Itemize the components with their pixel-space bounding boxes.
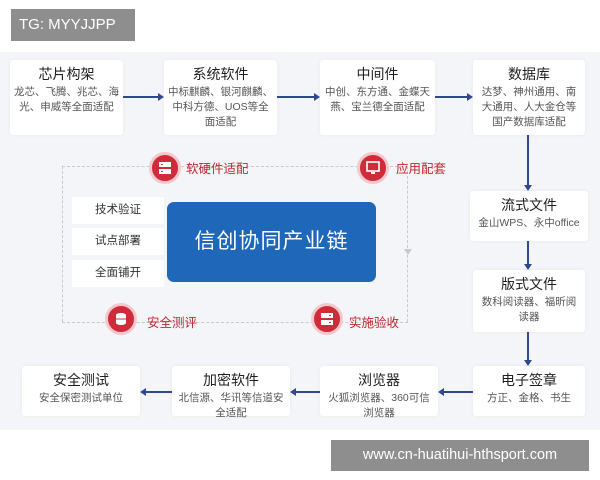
middleware-title: 中间件 — [356, 66, 399, 82]
middleware-box: 中间件 中创、东方通、金蝶天燕、宝兰德全面适配 — [320, 60, 435, 135]
chip-architecture-box: 芯片构架 龙芯、飞腾、兆芯、海光、申威等全面适配 — [10, 60, 123, 135]
hw-adapt-label: 软硬件适配 — [186, 162, 249, 176]
server-icon — [149, 152, 181, 184]
streaming-doc-box: 流式文件 金山WPS、永中office — [470, 191, 588, 241]
streaming-doc-desc: 金山WPS、永中office — [478, 217, 580, 229]
watermark-tag: TG: MYYJJPP — [11, 9, 135, 41]
database-icon — [105, 303, 137, 335]
system-software-desc: 中标麒麟、银河麒麟、中科方德、UOS等全面适配 — [168, 86, 273, 128]
e-signature-box: 电子签章 方正、金格、书生 — [473, 366, 585, 416]
arrowhead-layout-to-signature — [524, 360, 532, 366]
chip-architecture-desc: 龙芯、飞腾、兆芯、海光、申威等全面适配 — [14, 86, 119, 113]
dashed-loop-right — [407, 166, 408, 322]
arrow-signature-to-browser — [444, 391, 473, 393]
database-box: 数据库 达梦、神州通用、南大通用、人大金仓等国产数据库适配 — [473, 60, 585, 135]
encryption-box: 加密软件 北信源、华讯等信道安全适配 — [172, 366, 290, 419]
security-eval-label: 安全测评 — [147, 316, 198, 330]
arrowhead-chip-to-system — [158, 93, 164, 101]
database-title: 数据库 — [508, 66, 550, 82]
impl-accept-label: 实施验收 — [349, 316, 400, 330]
arrow-middleware-to-database — [435, 96, 467, 98]
layout-doc-box: 版式文件 数科阅读器、福昕阅读器 — [473, 270, 585, 332]
browser-title: 浏览器 — [358, 372, 400, 388]
database-desc: 达梦、神州通用、南大通用、人大金仓等国产数据库适配 — [481, 86, 577, 128]
arrow-streaming-to-layout — [527, 241, 529, 264]
security-test-desc: 安全保密测试单位 — [39, 392, 123, 404]
footer-url: www.cn-huatihui-hthsport.com — [331, 440, 589, 471]
encryption-title: 加密软件 — [203, 372, 259, 388]
arrow-encryption-to-security — [146, 391, 172, 393]
arrow-system-to-middleware — [277, 96, 314, 98]
dashed-loop-bottom — [62, 322, 408, 323]
e-signature-desc: 方正、金格、书生 — [487, 392, 571, 404]
arrowhead-streaming-to-layout — [524, 264, 532, 270]
arrow-browser-to-encryption — [296, 391, 320, 393]
security-test-box: 安全测试 安全保密测试单位 — [22, 366, 140, 416]
arrow-database-to-streaming — [527, 135, 529, 185]
pilot-deploy-item: 试点部署 — [72, 228, 164, 255]
chip-architecture-title: 芯片构架 — [38, 66, 95, 82]
central-chain-block: 信创协同产业链 — [167, 202, 376, 282]
dashed-loop-left — [62, 166, 63, 322]
arrowhead-system-to-middleware — [314, 93, 320, 101]
system-software-title: 系统软件 — [192, 66, 249, 82]
security-test-title: 安全测试 — [53, 372, 109, 388]
arrow-layout-to-signature — [527, 332, 529, 360]
encryption-desc: 北信源、华讯等信道安全适配 — [178, 392, 284, 419]
e-signature-title: 电子签章 — [501, 372, 557, 388]
arrowhead-signature-to-browser — [438, 388, 444, 396]
arrowhead-middleware-to-database — [467, 93, 473, 101]
check-icon — [311, 303, 343, 335]
monitor-icon — [357, 152, 389, 184]
arrowhead-database-to-streaming — [524, 185, 532, 191]
dashed-loop-arrow — [404, 249, 412, 255]
layout-doc-desc: 数科阅读器、福昕阅读器 — [481, 296, 577, 323]
middleware-desc: 中创、东方通、金蝶天燕、宝兰德全面适配 — [325, 86, 430, 113]
arrow-chip-to-system — [123, 96, 158, 98]
browser-box: 浏览器 火狐浏览器、360可信浏览器 — [320, 366, 438, 419]
arrowhead-encryption-to-security — [140, 388, 146, 396]
arrowhead-browser-to-encryption — [290, 388, 296, 396]
browser-desc: 火狐浏览器、360可信浏览器 — [328, 392, 430, 419]
full-rollout-item: 全面铺开 — [72, 260, 164, 287]
system-software-box: 系统软件 中标麒麟、银河麒麟、中科方德、UOS等全面适配 — [164, 60, 277, 135]
streaming-doc-title: 流式文件 — [501, 197, 557, 213]
tech-verify-item: 技术验证 — [72, 197, 164, 224]
layout-doc-title: 版式文件 — [501, 276, 557, 292]
dashed-loop-top — [62, 166, 408, 167]
app-support-label: 应用配套 — [396, 162, 447, 176]
